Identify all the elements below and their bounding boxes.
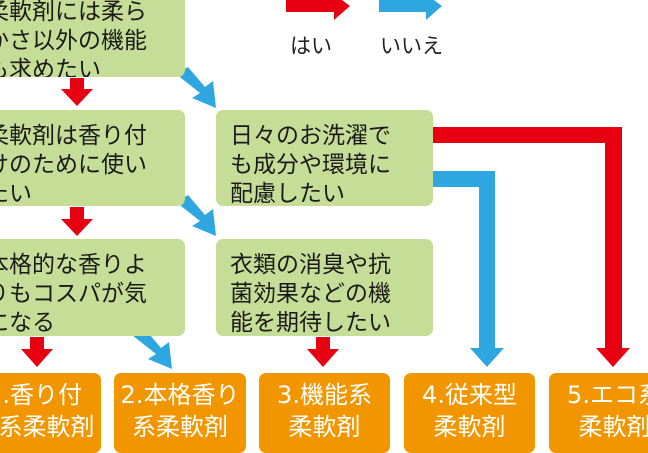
- question-line: 日々のお洗濯で: [230, 123, 391, 149]
- question-line: 菌効果などの機: [230, 281, 391, 307]
- result-line: け系柔軟剤: [0, 413, 95, 441]
- question-line: りもコスパが気: [0, 281, 147, 307]
- question-line: 柔軟剤は香り付: [0, 123, 147, 149]
- question-line: も成分や環境に: [230, 152, 391, 178]
- yes-arrow-q4-r5: [433, 127, 630, 367]
- no-arrow-q4-r4: [433, 171, 504, 367]
- question-line: かさ以外の機能: [0, 28, 147, 54]
- question-line: 能を期待したい: [230, 310, 391, 336]
- result-line: 2.本格香り: [120, 381, 240, 409]
- yes-arrow-q1-q2: [61, 78, 93, 106]
- question-line: も求めたい: [0, 57, 101, 77]
- result-line: 1.香り付: [0, 381, 82, 409]
- yes-arrow-q2-q3: [61, 207, 93, 236]
- flow-arrows: [21, 0, 630, 369]
- result-box-3: 3.機能系 柔軟剤: [259, 373, 390, 453]
- no-arrow-q2-q5: [176, 195, 216, 236]
- result-line: 3.機能系: [277, 381, 372, 409]
- question-line: けのために使い: [0, 152, 147, 178]
- result-line: 柔軟剤: [288, 413, 361, 441]
- question-box-cost: 本格的な香りよ りもコスパが気 になる: [0, 239, 185, 336]
- question-box-function: 衣類の消臭や抗 菌効果などの機 能を期待したい: [216, 239, 433, 336]
- question-line: になる: [0, 310, 55, 336]
- question-box-eco: 日々のお洗濯で も成分や環境に 配慮したい: [216, 110, 433, 206]
- question-line: 衣類の消臭や抗: [230, 252, 391, 278]
- yes-arrow-q3-r1: [21, 337, 53, 367]
- legend-no-label: いいえ: [380, 34, 443, 58]
- question-line: たい: [0, 181, 32, 206]
- result-line: 4.従来型: [422, 381, 517, 409]
- result-line: 5.エコ系: [567, 381, 648, 409]
- question-box-fragrance: 柔軟剤は香り付 けのために使い たい: [0, 110, 185, 206]
- result-line: 系柔軟剤: [132, 413, 228, 441]
- result-box-2: 2.本格香り 系柔軟剤: [114, 373, 246, 453]
- result-box-1: 1.香り付 け系柔軟剤: [0, 373, 101, 453]
- question-line: 柔軟剤には柔ら: [0, 0, 147, 25]
- result-box-5: 5.エコ系 柔軟剤: [549, 373, 648, 453]
- question-box-softness: 柔軟剤には柔ら かさ以外の機能 も求めたい: [0, 0, 185, 77]
- result-line: 柔軟剤: [433, 413, 506, 441]
- result-box-4: 4.従来型 柔軟剤: [404, 373, 535, 453]
- legend-yes-arrow: [286, 0, 350, 20]
- result-line: 柔軟剤: [578, 413, 648, 441]
- question-line: 配慮したい: [230, 181, 345, 206]
- legend-yes-label: はい: [290, 34, 332, 58]
- yes-arrow-q5-r3: [307, 337, 339, 367]
- legend-no-arrow: [379, 0, 442, 20]
- no-arrow-q3-r2: [132, 328, 172, 369]
- no-arrow-q1-q4: [176, 67, 216, 108]
- question-line: 本格的な香りよ: [0, 252, 147, 278]
